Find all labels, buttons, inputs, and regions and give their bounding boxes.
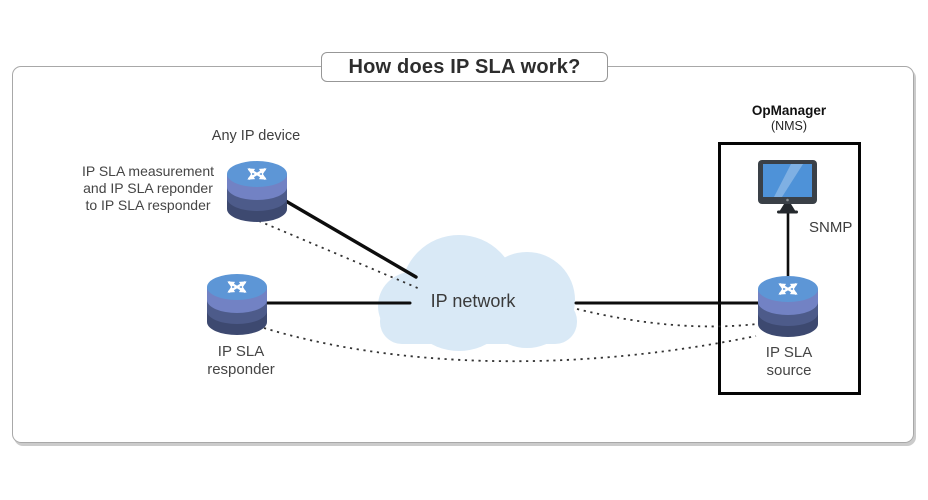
opmanager-label: OpManager: [751, 103, 827, 118]
ip-network-label: IP network: [430, 291, 516, 311]
responder-label-line-1: IP SLA: [217, 343, 265, 360]
snmp-label: SNMP: [809, 219, 853, 236]
ip-sla-responder-router-icon: [207, 274, 267, 335]
diagram-title-box: How does IP SLA work?: [321, 52, 608, 82]
any-ip-device-label: Any IP device: [211, 128, 301, 144]
source-label-line-2: source: [766, 361, 812, 379]
dotted-cloud-to-source: [576, 308, 758, 328]
cloud-icon: [378, 235, 577, 351]
ip-sla-measurement-note: IP SLA measurement and IP SLA reponder t…: [48, 163, 248, 214]
note-line-2: and IP SLA reponder: [83, 180, 213, 196]
responder-label-line-2: responder: [207, 360, 275, 378]
ip-sla-source-label: IP SLA source: [729, 344, 849, 379]
link-anyip-to-cloud: [282, 198, 418, 279]
dotted-anyip-to-cloud: [258, 220, 421, 290]
ip-sla-source-router-icon: [758, 276, 818, 337]
nms-sublabel: (NMS): [770, 119, 808, 133]
nms-boundary-box: [718, 142, 861, 395]
ip-sla-responder-label: IP SLA responder: [181, 343, 301, 378]
diagram-title: How does IP SLA work?: [348, 55, 581, 78]
note-line-3: to IP SLA responder: [85, 197, 211, 213]
note-line-1: IP SLA measurement: [81, 163, 215, 179]
source-label-line-1: IP SLA: [765, 344, 813, 361]
monitor-icon: [758, 160, 817, 214]
dotted-responder-to-source: [263, 327, 757, 363]
